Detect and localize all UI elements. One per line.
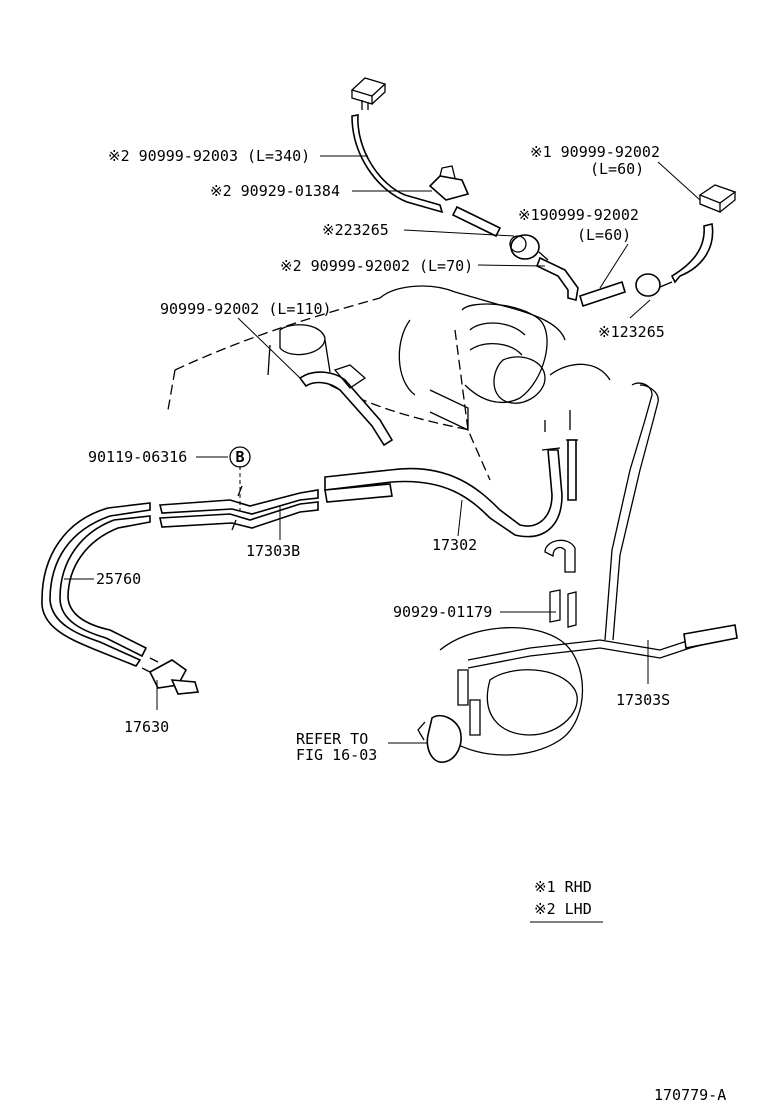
label-vsv-223265: ※223265 — [322, 221, 389, 239]
label-rhd-hose-mid-1: ※190999-92002 — [518, 206, 639, 224]
label-pipe-17302: 17302 — [432, 536, 477, 554]
label-refer-line-1: REFER TO — [296, 730, 368, 748]
label-refer-line-2: FIG 16-03 — [296, 746, 377, 764]
valve-17630-drawing — [141, 657, 200, 695]
pipe-17303s-drawing — [417, 382, 738, 763]
leader-lines — [64, 155, 701, 744]
rhd-hose-drawing — [579, 184, 737, 308]
hose-340-drawing — [350, 77, 502, 238]
label-clamp-01179: 90929-01179 — [393, 603, 492, 621]
vsv-223265-drawing — [509, 234, 579, 301]
figure-id: 170779-A — [654, 1086, 726, 1104]
label-rhd-hose-mid-2: (L=60) — [577, 226, 631, 244]
label-pipe-17303b: 17303B — [246, 542, 300, 560]
label-hose-340: ※2 90999-92003 (L=340) — [108, 147, 310, 165]
label-rhd-hose-top-2: (L=60) — [590, 160, 644, 178]
label-vsv-123265: ※123265 — [598, 323, 665, 341]
engine-drawing — [167, 285, 611, 481]
label-bolt-06316: 90119-06316 — [88, 448, 187, 466]
hose-25760-drawing — [41, 502, 151, 667]
bolt-marker-circle — [229, 446, 251, 468]
label-hose-70: ※2 90999-92002 (L=70) — [280, 257, 473, 275]
label-clamp-01384: ※2 90929-01384 — [210, 182, 340, 200]
label-hose-110: 90999-92002 (L=110) — [160, 300, 332, 318]
label-rhd-hose-top-1: ※1 90999-92002 — [530, 143, 660, 161]
legend-rhd: ※1 RHD — [534, 878, 592, 896]
label-pipe-17303s: 17303S — [616, 691, 670, 709]
label-valve-17630: 17630 — [124, 718, 169, 736]
legend-lhd: ※2 LHD — [534, 900, 592, 918]
pipe-17302-drawing — [324, 439, 578, 538]
pipe-17303b-drawing — [158, 485, 319, 531]
bolt-marker-label: B — [235, 448, 244, 466]
label-hose-25760: 25760 — [96, 570, 141, 588]
hose-110-drawing — [298, 364, 394, 447]
